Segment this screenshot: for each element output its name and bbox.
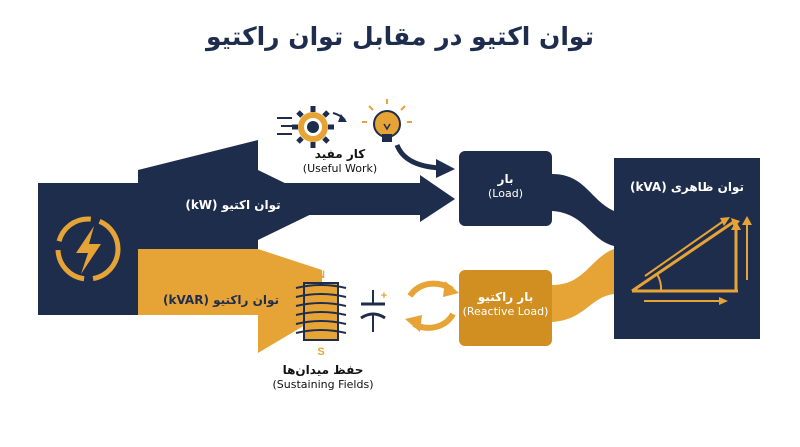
useful-work-subtitle: (Useful Work): [302, 162, 378, 175]
capacitor-plus-label: +: [381, 290, 387, 302]
lightning-bolt-icon: [55, 216, 121, 282]
inductor-magnet-icon: [295, 282, 347, 341]
reactive-load-label: بار راکتیو (Reactive Load): [459, 290, 552, 319]
lightbulb-icon: [362, 99, 412, 142]
sustaining-fields-label: حفظ میدان‌ها (Sustaining Fields): [248, 363, 398, 392]
gear-icon: [277, 106, 347, 148]
page-title: توان اکتیو در مقابل توان راکتیو: [205, 22, 594, 51]
exchange-arrows-icon: [405, 280, 459, 332]
reactive-load-title: بار راکتیو: [477, 290, 534, 304]
useful-work-label: کار مفید (Useful Work): [280, 147, 400, 176]
bulb-to-load-arrow: [394, 143, 441, 171]
load-box: [459, 151, 552, 226]
power-triangle-icon: [631, 219, 748, 302]
capacitor-icon: [360, 290, 386, 332]
load-label: بار (Load): [459, 172, 552, 201]
reactive-to-apparent-band: [552, 249, 614, 322]
bulb-to-load-arrowhead: [436, 159, 455, 178]
apparent-power-label: توان ظاهری (kVA): [629, 180, 745, 194]
load-subtitle: (Load): [488, 187, 523, 200]
reactive-load-subtitle: (Reactive Load): [462, 305, 549, 318]
sustaining-fields-title: حفظ میدان‌ها: [282, 363, 364, 377]
active-power-label: توان اکتیو (kW): [185, 198, 281, 212]
reactive-power-label: توان راکتیو (kVAR): [162, 293, 279, 307]
load-to-apparent-band: [552, 174, 614, 246]
magnet-north-label: N: [317, 269, 325, 281]
active-power-arrow: [138, 140, 330, 249]
load-title: بار: [497, 172, 514, 186]
magnet-south-label: S: [317, 346, 324, 358]
useful-work-title: کار مفید: [314, 147, 366, 161]
sustaining-fields-subtitle: (Sustaining Fields): [272, 378, 374, 391]
useful-work-branch: [250, 175, 455, 222]
reactive-power-arrow: [138, 249, 322, 353]
reactive-load-box: [459, 270, 552, 346]
